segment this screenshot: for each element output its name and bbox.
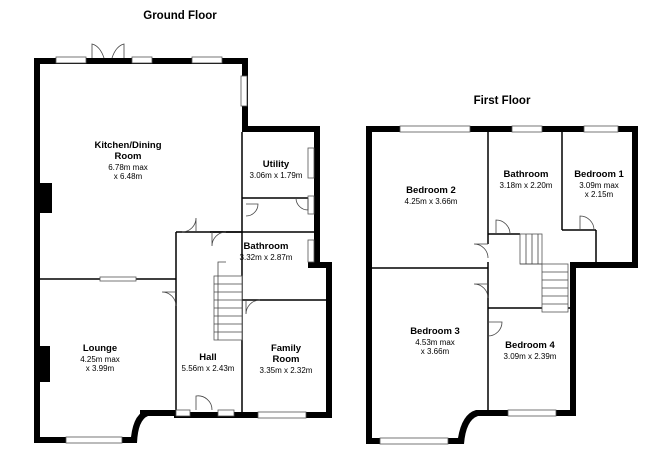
- room-dimensions: 5.56m x 2.43m: [181, 363, 235, 373]
- room-label-bedroom-3: Bedroom 3 4.53m max x 3.66m: [410, 326, 460, 357]
- ground-floor-internal-walls: [40, 132, 326, 414]
- room-dimensions: 3.32m x 2.87m: [239, 252, 293, 262]
- room-dimensions: 6.78m max: [108, 162, 148, 172]
- room-dimensions: 3.18m x 2.20m: [499, 180, 553, 190]
- ground-floor-staircase: [213, 261, 243, 341]
- first-floor-staircase: [519, 233, 569, 313]
- room-dimensions: x 3.99m: [85, 364, 115, 374]
- ground-floor-doors: [161, 197, 309, 411]
- ground-floor-windows: [55, 56, 315, 444]
- room-label-bathroom-first: Bathroom 3.18m x 2.20m: [499, 169, 553, 190]
- room-label-lounge: Lounge 4.25m max x 3.99m: [80, 343, 120, 374]
- room-label-utility: Utility 3.06m x 1.79m: [249, 159, 303, 180]
- room-name: Utility: [262, 159, 290, 170]
- first-floor-doors: [473, 215, 595, 337]
- room-dimensions: 4.53m max: [415, 337, 455, 347]
- room-name: Bedroom 2: [406, 185, 456, 196]
- room-dimensions: x 6.48m: [113, 172, 143, 182]
- room-dimensions: 4.25m max: [80, 354, 120, 364]
- room-dimensions: x 2.15m: [584, 190, 614, 200]
- room-label-hall: Hall 5.56m x 2.43m: [181, 352, 235, 373]
- room-dimensions: 3.09m x 2.39m: [503, 351, 557, 361]
- room-label-bedroom-4: Bedroom 4 3.09m x 2.39m: [503, 340, 557, 361]
- first-floor-title: First Floor: [473, 95, 531, 107]
- room-label-family-room: Family Room 3.35m x 2.32m: [259, 343, 313, 375]
- room-name: Bedroom 1: [574, 169, 624, 180]
- room-name: Kitchen/Dining: [94, 140, 162, 151]
- room-name: Bathroom: [503, 169, 549, 180]
- room-label-bedroom-2: Bedroom 2 4.25m x 3.66m: [404, 185, 458, 206]
- room-label-bathroom: Bathroom 3.32m x 2.87m: [239, 241, 293, 262]
- room-name: Room: [272, 353, 300, 365]
- room-name: Family: [270, 343, 302, 354]
- french-door-right: [111, 43, 125, 59]
- room-dimensions: 3.35m x 2.32m: [259, 365, 313, 375]
- room-dimensions: 4.25m x 3.66m: [404, 196, 458, 206]
- room-dimensions: 3.06m x 1.79m: [249, 170, 303, 180]
- room-label-bedroom-1: Bedroom 1 3.09m max x 2.15m: [574, 169, 624, 200]
- room-dimensions: x 3.66m: [420, 347, 450, 357]
- ground-floor-title: Ground Floor: [143, 10, 217, 22]
- room-name: Hall: [199, 352, 217, 363]
- room-name: Bathroom: [243, 241, 289, 252]
- room-name: Room: [114, 150, 142, 162]
- room-name: Bedroom 4: [505, 340, 555, 351]
- first-floor-windows: [379, 125, 619, 445]
- room-dimensions: 3.09m max: [579, 180, 619, 190]
- french-door-left: [91, 43, 105, 59]
- room-label-kitchen: Kitchen/Dining Room 6.78m max x 6.48m: [94, 140, 162, 182]
- room-name: Bedroom 3: [410, 326, 460, 337]
- room-name: Lounge: [82, 343, 118, 354]
